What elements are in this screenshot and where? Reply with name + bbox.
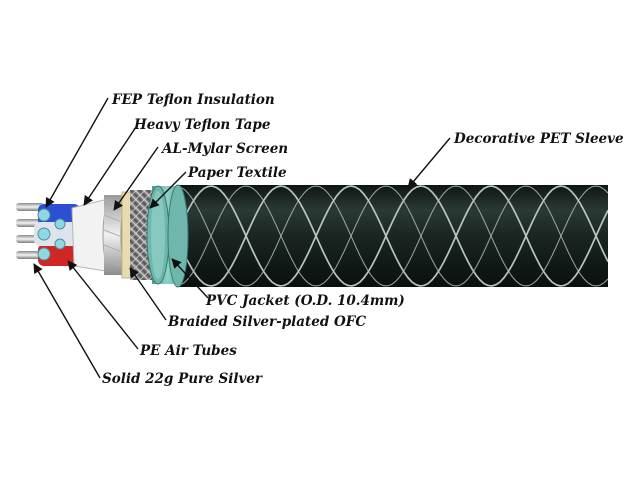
label-braided-ofc: Braided Silver-plated OFC xyxy=(167,314,366,330)
leader-pvc-jacket xyxy=(171,258,209,299)
pet-sleeve xyxy=(167,184,608,288)
weave-strand xyxy=(176,185,608,287)
sleeve-weave-pattern xyxy=(176,185,608,287)
label-paper-textile: Paper Textile xyxy=(187,165,287,181)
label-pet-sleeve: Decorative PET Sleeve xyxy=(453,131,624,147)
leader-fep-insulation xyxy=(45,97,109,208)
leader-braided-ofc xyxy=(129,267,167,321)
label-teflon-tape: Heavy Teflon Tape xyxy=(133,117,271,133)
leader-teflon-tape xyxy=(83,123,139,206)
weave-strand xyxy=(176,185,608,287)
weave-strand xyxy=(176,185,608,287)
label-fep-insulation: FEP Teflon Insulation xyxy=(111,92,275,108)
label-pe-air-tubes: PE Air Tubes xyxy=(139,343,237,359)
weave-strand xyxy=(176,185,608,287)
leader-pet-sleeve xyxy=(407,137,451,189)
label-pvc-jacket: PVC Jacket (O.D. 10.4mm) xyxy=(205,293,405,309)
label-solid-silver: Solid 22g Pure Silver xyxy=(102,371,263,387)
label-mylar-screen: AL-Mylar Screen xyxy=(160,141,288,157)
leader-pe-air-tubes xyxy=(67,260,139,350)
leader-paper-textile xyxy=(149,171,187,209)
leader-lines xyxy=(33,97,451,379)
leader-mylar-screen xyxy=(113,146,159,211)
leader-solid-silver xyxy=(33,263,101,379)
